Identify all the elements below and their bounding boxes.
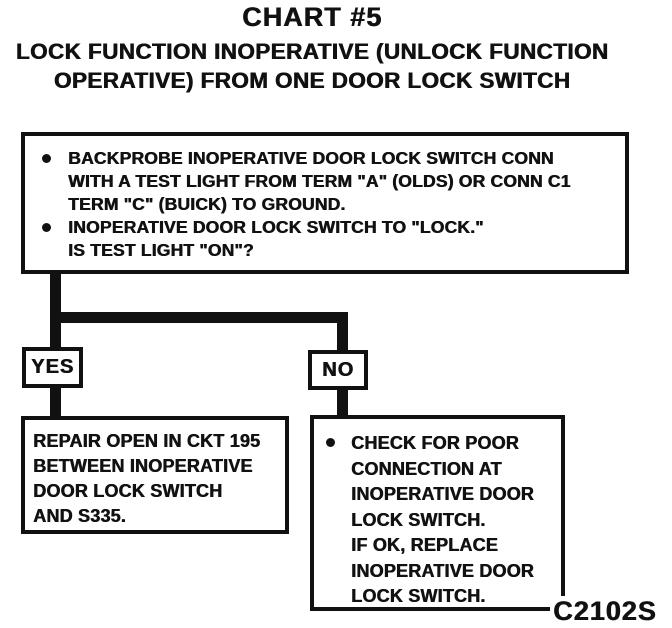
no-result-text: CHECK FOR POOR CONNECTION AT INOPERATIVE…: [351, 433, 534, 606]
page-subtitle: LOCK FUNCTION INOPERATIVE (UNLOCK FUNCTI…: [15, 39, 609, 93]
decision-bullet-item: BACKPROBE INOPERATIVE DOOR LOCK SWITCH C…: [39, 147, 617, 216]
decision-box: BACKPROBE INOPERATIVE DOOR LOCK SWITCH C…: [21, 132, 629, 274]
bullet-icon: [326, 438, 335, 447]
yes-result-text: REPAIR OPEN IN CKT 195 BETWEEN INOPERATI…: [33, 431, 261, 526]
bullet-icon: [42, 223, 51, 232]
connector-no-to-result: [337, 390, 348, 417]
no-branch-box: NO: [308, 350, 368, 390]
yes-branch-box: YES: [22, 347, 83, 388]
yes-result-box: REPAIR OPEN IN CKT 195 BETWEEN INOPERATI…: [21, 416, 289, 534]
connector-drop-to-no: [337, 312, 348, 350]
figure-code: C2102S: [550, 596, 657, 627]
connector-yes-to-result: [50, 388, 61, 418]
decision-bullet-text: BACKPROBE INOPERATIVE DOOR LOCK SWITCH C…: [68, 148, 571, 214]
connector-horizontal-branch: [50, 312, 348, 323]
bullet-icon: [42, 154, 51, 163]
decision-bullet-item: INOPERATIVE DOOR LOCK SWITCH TO "LOCK." …: [39, 216, 617, 262]
page-title: CHART #5: [241, 2, 383, 32]
yes-branch-label: YES: [30, 356, 75, 378]
connector-drop-from-decision: [50, 272, 61, 347]
no-result-bullet-item: CHECK FOR POOR CONNECTION AT INOPERATIVE…: [323, 431, 557, 610]
decision-bullet-text: INOPERATIVE DOOR LOCK SWITCH TO "LOCK." …: [68, 217, 484, 260]
chart-heading: CHART #5 LOCK FUNCTION INOPERATIVE (UNLO…: [0, 2, 624, 95]
no-branch-label: NO: [322, 358, 354, 381]
no-result-box: CHECK FOR POOR CONNECTION AT INOPERATIVE…: [310, 415, 565, 611]
